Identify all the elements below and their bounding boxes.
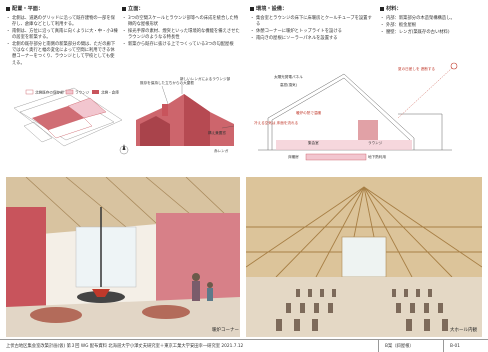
list-item: 腰壁：レンガ(築既存の古い材料): [380, 30, 482, 36]
label-hall: 集会室: [308, 140, 319, 145]
list-item: 外部：板金屋根: [380, 23, 482, 29]
footer-title: 上伏古地区集会室改築計画(仮) 第３回 WG 配布資料 北海道大学小澤丈夫研究室…: [6, 344, 244, 349]
legend-swatch-storage: [92, 90, 99, 94]
list-item: 北側は、道路のグリッドに沿って既存建物の一部を保存し、倉庫などとして利用する。: [6, 16, 118, 28]
environment-section: 環境・設備： 集会室とラウンジの床下に床暖房とクールチューブを設置する 休憩コー…: [250, 6, 376, 43]
environment-title: 環境・設備：: [256, 6, 288, 12]
label-high-window: 高窓(換気): [280, 82, 298, 87]
layout-section: 配置・平面： 北側は、道路のグリッドに沿って既存建物の一部を保存し、倉庫などとし…: [6, 6, 118, 67]
square-bullet-icon: [122, 7, 126, 12]
materials-section: 材料： 内部：新築部分の木造架構構造し。 外部：板金屋根 腰壁：レンガ(築既存の…: [380, 6, 482, 36]
label-lounge: ラウンジ: [368, 140, 383, 145]
underfloor-tube: [305, 153, 367, 161]
site-plan-sketch: 北側既存の保存部 ラウンジ 北側・倉庫: [13, 87, 129, 155]
label-fireplace-heat: 暖炉の熱で温暖: [296, 110, 322, 115]
label-new-brick-lounge: 新しいレンガによるラウンジ部: [180, 76, 231, 81]
label-existing-roof: 既存を保持した立ちからの大屋根: [140, 80, 194, 85]
materials-title: 材料：: [386, 6, 402, 12]
hall-sketch: [246, 177, 482, 337]
legend-label-existing: 北側既存の保存部: [35, 90, 64, 95]
list-item: 南側は、方位に沿って真南に向くように大・中・小3棟の居室を新築する。: [6, 29, 118, 41]
footer-bar: 上伏古地区集会室改築計画(仮) 第３回 WG 配布資料 北海道大学小澤丈夫研究室…: [0, 339, 488, 352]
square-bullet-icon: [250, 7, 254, 12]
layout-title: 配置・平面：: [12, 6, 44, 12]
elevation-title: 立面：: [128, 6, 144, 12]
legend-swatch-existing: [25, 89, 34, 95]
fireplace-icon: [358, 120, 378, 140]
legend-label-storage: 北側・倉庫: [101, 90, 119, 95]
legend-label-lounge: ラウンジ: [75, 90, 90, 95]
list-item: 内部：新築部分の木造架構構造し。: [380, 16, 482, 22]
label-window: 構え兼置窓: [208, 130, 226, 135]
list-item: 集会室とラウンジの床下に床暖房とクールチューブを設置する: [250, 16, 376, 28]
list-item: 3つの空間スケールとラウンジ部等への床成を統合した特徴的な屋根形状: [122, 16, 242, 28]
chimney-icon: [162, 104, 168, 116]
list-item: 北側の既存部分と南側の新築部分の間は、ただの廊下ではなく奥行と幅の変化によって空…: [6, 42, 118, 67]
layout-list: 北側は、道路のグリッドに沿って既存建物の一部を保存し、倉庫などとして利用する。 …: [6, 16, 118, 67]
fireplace-corner-rendering: 暖炉コーナー: [6, 177, 240, 337]
materials-list: 内部：新築部分の木造架構構造し。 外部：板金屋根 腰壁：レンガ(築既存の古い材料…: [380, 16, 482, 36]
plan-legend: 北側既存の保存部 ラウンジ 北側・倉庫: [25, 89, 119, 95]
elevation-sketch: 構え兼置窓 赤レンガ 既存を保持した立ちからの大屋根 新しいレンガによるラウンジ…: [136, 76, 235, 153]
north-arrow-icon: [119, 144, 129, 155]
environment-list: 集会室とラウンジの床下に床暖房とクールチューブを設置する 休憩コーナーに暖炉とト…: [250, 16, 376, 42]
legend-swatch-lounge: [65, 89, 74, 95]
label-geothermal: 地下熱利用: [368, 154, 386, 159]
list-item: 採光手厚の素材、煙突といった環境的な機能を備えさせたラウンジのようなる特長性: [122, 29, 242, 41]
square-bullet-icon: [380, 7, 384, 12]
fireplace-sketch: [6, 177, 240, 337]
list-item: 新築から既存に抜ける上でつくっている3つの勾配屋根: [122, 42, 242, 48]
sun-icon: [450, 62, 458, 70]
label-floor-heating: 床暖房: [288, 154, 299, 159]
section-diagram: 太陽光発電パネル 高窓(換気) 暖炉の熱で温暖 ラウンジ 集会室 床暖房 地下熱…: [254, 62, 458, 161]
label-cool-air: 冷える空気は 床面を流れる: [254, 120, 299, 125]
list-item: 休憩コーナーに暖炉とトップライトを設ける: [250, 29, 376, 35]
label-brick: 赤レンガ: [214, 148, 229, 153]
list-item: 南向きの屋根にソーラーパネルを設置する: [250, 36, 376, 42]
square-bullet-icon: [6, 7, 10, 12]
fireplace-caption: 暖炉コーナー: [212, 328, 239, 333]
elevation-section: 立面： 3つの空間スケールとラウンジ部等への床成を統合した特徴的な屋根形状 採光…: [122, 6, 242, 49]
footer-sheet-number: B-01: [443, 340, 488, 352]
footer-plan-name: B案（斜屋根）: [378, 340, 443, 352]
hall-caption: 大ホール内観: [450, 328, 477, 333]
label-summer-sun: 夏の日差しを 遮断する: [398, 66, 435, 71]
label-solar-panel: 太陽光発電パネル: [274, 74, 303, 79]
hall-interior-rendering: 大ホール内観: [246, 177, 482, 337]
elevation-list: 3つの空間スケールとラウンジ部等への床成を統合した特徴的な屋根形状 採光手厚の素…: [122, 16, 242, 48]
